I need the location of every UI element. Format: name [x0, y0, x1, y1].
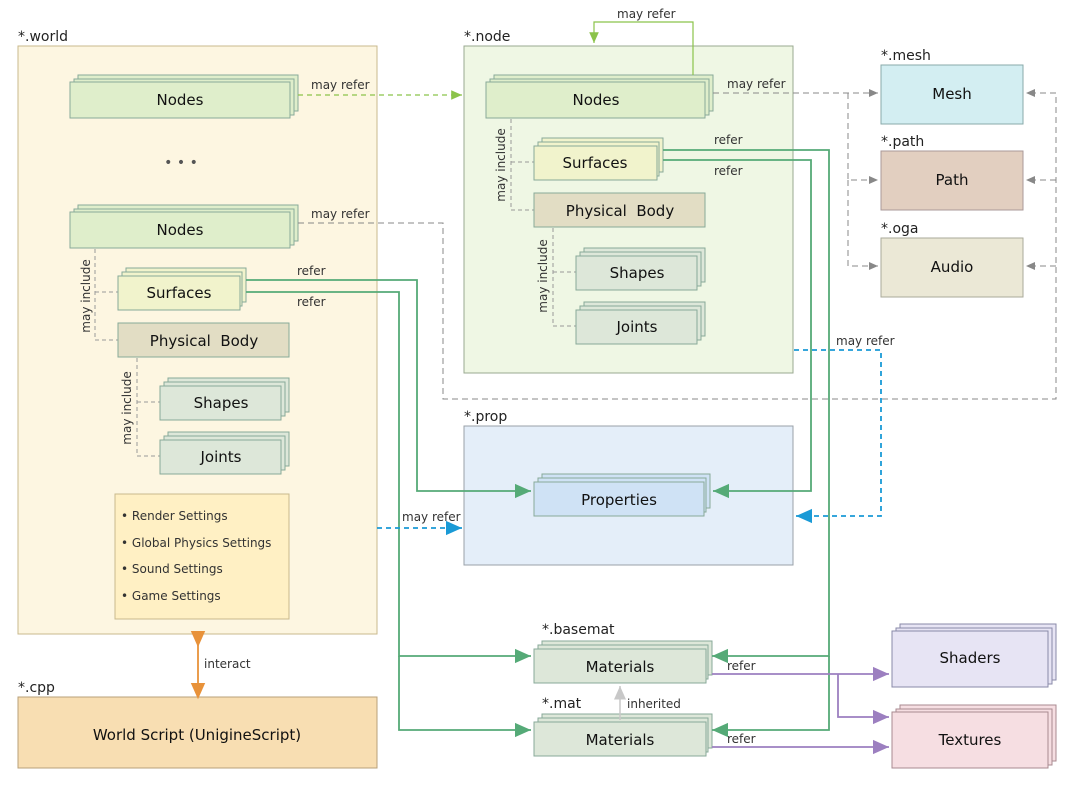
world-ellipsis: • • •: [164, 155, 198, 171]
audio-box: [880, 237, 1024, 298]
edge-label-may-refer-6: may refer: [402, 510, 461, 524]
world-may-include-1: may include: [79, 259, 93, 332]
node-surfaces-label: Surfaces: [563, 154, 628, 172]
node-may-include-1: may include: [494, 128, 508, 201]
shaders-stack: [891, 623, 1057, 688]
cpp-container-label: *.cpp: [18, 680, 55, 696]
edge-node-to-path: [847, 93, 878, 184]
settings-item: • Sound Settings: [121, 562, 223, 576]
node-may-include-2: may include: [536, 239, 550, 312]
edge-world-surfaces-to-mat: [398, 656, 531, 738]
edge-node-surfaces-to-materials: [663, 149, 830, 664]
world-settings-box: [114, 493, 290, 620]
edge-node-surfaces-to-mat: [712, 656, 830, 738]
world-nodes-label: Nodes: [157, 221, 204, 239]
path-label: Path: [936, 171, 969, 189]
world-nodes-top-label: Nodes: [157, 91, 204, 109]
path-box: [880, 150, 1024, 211]
mesh-label: Mesh: [932, 85, 972, 103]
node-shapes-label: Shapes: [610, 264, 665, 282]
edge-node-to-audio: [847, 180, 878, 270]
edge-world-nodes-to-resources: [298, 89, 1057, 400]
edge-label-refer-1: refer: [297, 264, 326, 278]
edge-label-refer-3: refer: [714, 133, 743, 147]
settings-item: • Game Settings: [121, 589, 221, 603]
world-nodes-stack: [69, 204, 299, 249]
world-shapes-stack: [159, 377, 290, 421]
properties-stack: [533, 473, 711, 517]
world-may-include-2: may include: [120, 371, 134, 444]
audio-label: Audio: [931, 258, 974, 276]
edge-node-surfaces-to-properties: [663, 159, 812, 499]
edge-label-may-refer-5: may refer: [836, 334, 895, 348]
mat-materials-label: Materials: [586, 731, 655, 749]
basemat-materials-stack: [533, 640, 713, 684]
mesh-container-label: *.mesh: [881, 48, 931, 64]
world-container-label: *.world: [18, 29, 68, 45]
world-shapes-label: Shapes: [194, 394, 249, 412]
basemat-materials-label: Materials: [586, 658, 655, 676]
node-physical-body-label: Physical Body: [566, 202, 675, 220]
textures-stack: [891, 704, 1057, 769]
prop-container-label: *.prop: [464, 409, 507, 425]
edge-label-refer-4: refer: [714, 164, 743, 178]
edge-label-may-refer-2: may refer: [617, 7, 676, 21]
node-nodes-label: Nodes: [573, 91, 620, 109]
edge-label-may-refer-1: may refer: [311, 78, 370, 92]
world-joints-label: Joints: [200, 448, 242, 466]
world-nodes-top-stack: [69, 74, 299, 119]
edge-label-may-refer-3: may refer: [727, 77, 786, 91]
mat-container-label: *.mat: [542, 696, 582, 712]
edge-node-self-refer: [589, 21, 694, 75]
textures-label: Textures: [938, 731, 1002, 749]
node-nodes-stack: [485, 74, 714, 119]
settings-item: • Global Physics Settings: [121, 536, 271, 550]
edge-basemat-to-textures: [837, 674, 889, 725]
edge-label-interact: interact: [204, 657, 251, 671]
world-joints-stack: [159, 431, 290, 475]
world-surfaces-label: Surfaces: [147, 284, 212, 302]
edge-label-refer-2: refer: [297, 295, 326, 309]
node-physical-body-box: [533, 192, 706, 228]
node-joints-label: Joints: [616, 318, 658, 336]
edge-label-refer-5: refer: [727, 659, 756, 673]
shaders-label: Shaders: [940, 649, 1001, 667]
inherited-label: inherited: [627, 697, 681, 711]
edge-label-refer-6: refer: [727, 732, 756, 746]
node-container-label: *.node: [464, 29, 510, 45]
path-container-label: *.path: [881, 134, 924, 150]
mat-materials-stack: [533, 713, 713, 757]
edge-world-surfaces-to-properties: [246, 279, 531, 499]
world-script-label: World Script (UnigineScript): [93, 726, 301, 744]
node-joints-stack: [575, 301, 706, 345]
oga-container-label: *.oga: [881, 221, 918, 237]
world-physical-body-label: Physical Body: [150, 332, 259, 350]
world-surfaces-stack: [117, 267, 247, 311]
node-shapes-stack: [575, 247, 706, 291]
world-script-box: [17, 696, 378, 769]
node-surfaces-stack: [533, 137, 664, 181]
edge-world-surfaces-to-materials: [246, 291, 531, 664]
settings-item: • Render Settings: [121, 509, 228, 523]
mesh-box: [880, 64, 1024, 125]
properties-label: Properties: [581, 491, 657, 509]
world-physical-body-box: [117, 322, 290, 358]
basemat-container-label: *.basemat: [542, 622, 615, 638]
edge-label-may-refer-4: may refer: [311, 207, 370, 221]
